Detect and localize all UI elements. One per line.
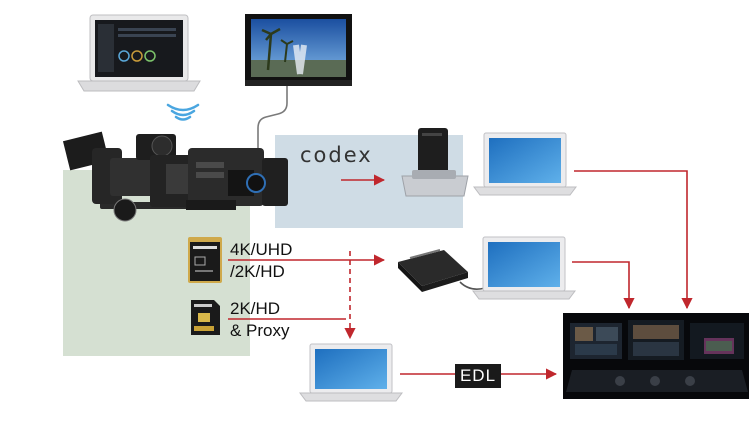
p2-label-line1: 4K/UHD: [230, 240, 293, 259]
laptop-icon: [473, 132, 577, 196]
laptop-icon: [77, 14, 201, 92]
laptop2-to-suite-arrow: [572, 261, 635, 310]
reader-cable: [459, 281, 486, 290]
laptop-icon: [299, 343, 403, 402]
p2-card-icon: [188, 237, 222, 283]
monitor-cable: [257, 86, 288, 175]
codex-dock-icon: [401, 128, 469, 197]
edl-badge: EDL: [455, 364, 501, 388]
sd-label-line1: 2K/HD: [230, 299, 281, 318]
wifi-icon: [166, 103, 200, 121]
p2-label-line2: /2K/HD: [230, 262, 285, 281]
monitor-icon: [245, 14, 352, 86]
card-reader-icon: [398, 249, 468, 292]
laptop-icon: [472, 236, 576, 300]
sd-label-line2: & Proxy: [230, 321, 290, 340]
data-flow-arrows: [228, 170, 693, 380]
sd-card-icon: [191, 300, 220, 335]
grading-suite-icon: [563, 313, 749, 399]
cinema-camera-icon: [62, 131, 288, 222]
codex-logo: codex: [300, 143, 373, 167]
laptop1-to-suite-arrow: [574, 170, 693, 310]
